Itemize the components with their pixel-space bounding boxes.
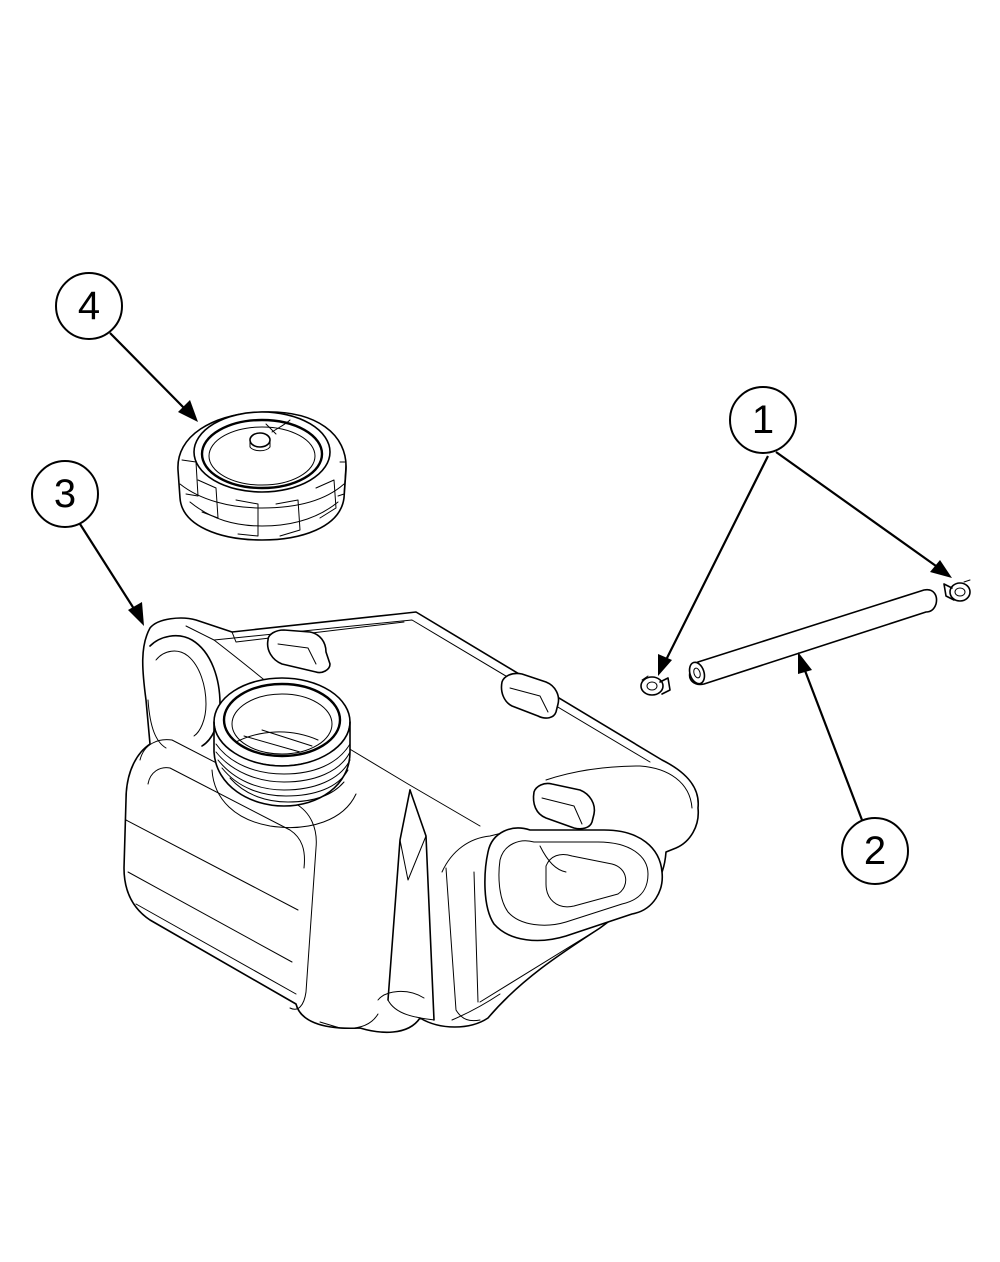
leader-arrowhead (128, 602, 144, 626)
fuel-tank (123, 611, 700, 1034)
callout-4-label: 4 (78, 284, 100, 328)
callout-2: 2 (798, 652, 909, 885)
callout-1-label: 1 (752, 398, 774, 442)
callout-4: 4 (55, 272, 198, 422)
leader-arrowhead (930, 560, 952, 578)
hose-clamp-left (640, 675, 671, 696)
hose-clamp-right (943, 579, 971, 602)
callout-1: 1 (658, 386, 952, 676)
fuel-hose (688, 588, 938, 686)
callout-2-label: 2 (864, 829, 886, 873)
leader-arrowhead (798, 652, 812, 674)
leader-arrowhead (178, 400, 198, 422)
callout-3-label: 3 (54, 472, 76, 516)
callout-3: 3 (31, 460, 144, 626)
leader-arrowhead (658, 654, 672, 676)
fuel-cap (177, 411, 347, 541)
